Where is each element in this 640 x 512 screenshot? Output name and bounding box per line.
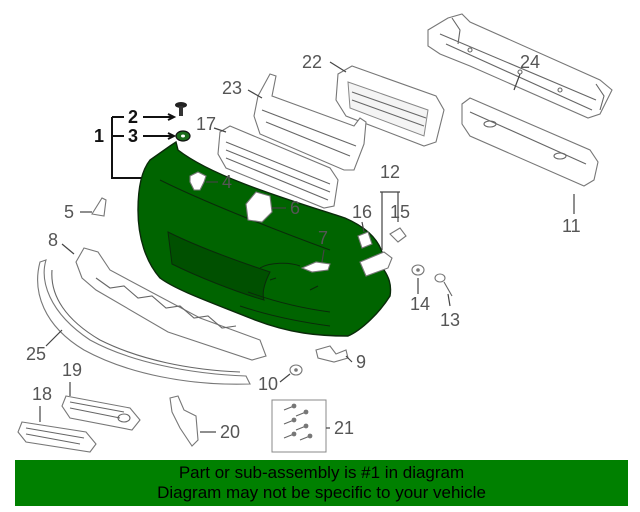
part-6-bracket[interactable] xyxy=(245,191,273,223)
part-16-clip[interactable] xyxy=(357,231,373,249)
part-11-energy-absorber[interactable] xyxy=(461,97,599,187)
part-7-bracket[interactable] xyxy=(300,261,331,273)
part-22-grille-frame[interactable] xyxy=(335,65,445,147)
callout-4: 4 xyxy=(222,172,232,192)
part-20-bracket[interactable] xyxy=(169,395,199,447)
callout-19: 19 xyxy=(62,360,82,380)
callout-1: 1 xyxy=(94,126,104,146)
callout-14: 14 xyxy=(410,294,430,314)
banner-line-1: Part or sub-assembly is #1 in diagram xyxy=(178,463,465,482)
part-14-washer[interactable] xyxy=(411,264,425,276)
callout-20: 20 xyxy=(220,422,240,442)
part-15-retainer[interactable] xyxy=(389,227,407,243)
callout-25: 25 xyxy=(26,344,46,364)
part-17-lower-grille[interactable] xyxy=(217,125,339,209)
part-13-screw[interactable] xyxy=(434,273,453,297)
callout-17: 17 xyxy=(196,114,216,134)
part-3-clip[interactable] xyxy=(175,130,191,142)
callout-18: 18 xyxy=(32,384,52,404)
callout-15: 15 xyxy=(390,202,410,222)
callout-12: 12 xyxy=(380,162,400,182)
callout-7: 7 xyxy=(318,228,328,248)
part-12-bracket[interactable] xyxy=(359,251,393,277)
part-2-bolt[interactable] xyxy=(175,102,187,116)
callout-9: 9 xyxy=(356,352,366,372)
part-19-fog-lamp-cover[interactable] xyxy=(61,395,141,431)
callout-21: 21 xyxy=(334,418,354,438)
callout-5: 5 xyxy=(64,202,74,222)
callout-24: 24 xyxy=(520,52,540,72)
part-21-screw-kit[interactable] xyxy=(271,399,327,453)
part-24-reinforcement-beam[interactable] xyxy=(427,13,613,119)
callout-16: 16 xyxy=(352,202,372,222)
callout-6: 6 xyxy=(290,198,300,218)
banner-line-2: Diagram may not be specific to your vehi… xyxy=(157,483,486,502)
part-1-bumper-cover[interactable] xyxy=(137,140,392,337)
part-9-bolt[interactable] xyxy=(315,345,349,363)
callout-23: 23 xyxy=(222,78,242,98)
callout-8: 8 xyxy=(48,230,58,250)
callout-22: 22 xyxy=(302,52,322,72)
part-4-push-clip[interactable] xyxy=(189,171,207,191)
callout-10: 10 xyxy=(258,374,278,394)
callout-3: 3 xyxy=(128,126,138,146)
part-25-spoiler[interactable] xyxy=(37,259,251,385)
part-18-cover[interactable] xyxy=(17,421,97,453)
info-banner: Part or sub-assembly is #1 in diagram Di… xyxy=(15,460,628,506)
part-10-washer[interactable] xyxy=(289,364,303,376)
callout-13: 13 xyxy=(440,310,460,330)
part-23-grille-bracket[interactable] xyxy=(253,73,367,171)
callout-2: 2 xyxy=(128,107,138,127)
callout-11: 11 xyxy=(562,216,581,236)
part-5-side-bracket[interactable] xyxy=(91,197,107,217)
part-8-lower-absorber[interactable] xyxy=(75,247,267,361)
